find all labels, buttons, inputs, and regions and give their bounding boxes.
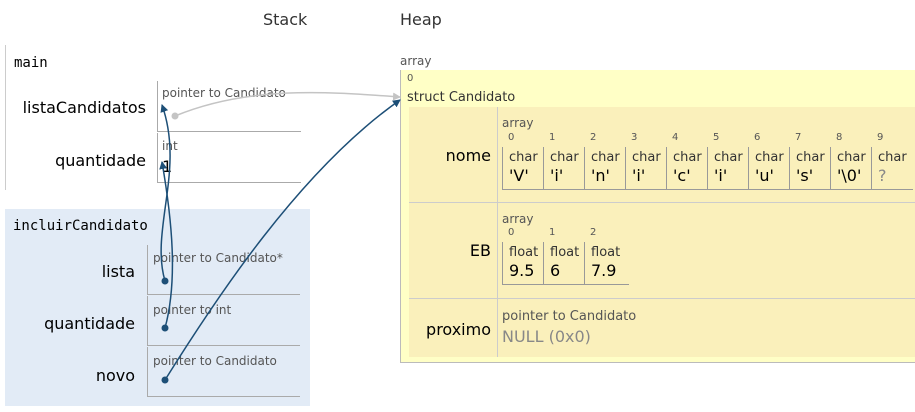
arrow-novo <box>164 99 401 381</box>
null-value: NULL (0x0) <box>502 327 591 346</box>
array-cell[interactable]: char? <box>871 147 913 190</box>
heap-array-element[interactable]: 0 struct Candidato nome array 0 char'V' … <box>400 70 915 363</box>
arrow-quantidade <box>159 161 174 329</box>
char-array: 0 char'V' 1 char'i' 2 char'n' 3 char'i' … <box>502 131 915 197</box>
array-cell[interactable]: char's' <box>789 147 831 190</box>
array-cell[interactable]: char'c' <box>666 147 708 190</box>
type-label: pointer to Candidato <box>153 354 277 368</box>
var-slot-listaCandidatos[interactable]: pointer to Candidato <box>157 81 301 132</box>
array-cell[interactable]: char'n' <box>584 147 626 190</box>
array-cell[interactable]: char'\0' <box>830 147 872 190</box>
var-slot-novo[interactable]: pointer to Candidato <box>147 347 300 397</box>
array-index: 0 <box>508 227 515 238</box>
heap-header: Heap <box>400 10 442 29</box>
array-index: 7 <box>795 132 802 143</box>
array-cell[interactable]: char'u' <box>748 147 790 190</box>
field-nome: nome array 0 char'V' 1 char'i' 2 char'n'… <box>409 107 915 203</box>
struct-fields: nome array 0 char'V' 1 char'i' 2 char'n'… <box>409 107 915 357</box>
array-cell[interactable]: char'V' <box>502 147 544 190</box>
array-cell[interactable]: char'i' <box>543 147 585 190</box>
stack-header: Stack <box>263 10 308 29</box>
array-index: 9 <box>877 132 884 143</box>
arrow-lista <box>160 104 171 282</box>
array-index: 1 <box>549 132 556 143</box>
arrow-origin-lista <box>161 277 169 285</box>
arrow-listaCandidatos <box>174 91 401 117</box>
field-name-nome: nome <box>445 146 491 165</box>
array-index: 5 <box>713 132 720 143</box>
incluirCandidato-frame: incluirCandidato lista pointer to Candid… <box>5 209 310 406</box>
type-label: pointer to Candidato <box>162 86 286 100</box>
var-name-listaCandidatos: listaCandidatos <box>22 98 146 117</box>
arrow-origin-novo <box>161 376 169 384</box>
var-name-quantidade: quantidade <box>55 151 146 170</box>
frame-name-incluirCandidato: incluirCandidato <box>13 218 148 234</box>
array-cell[interactable]: char'i' <box>707 147 749 190</box>
var-name-lista: lista <box>101 262 135 281</box>
frame-name-main: main <box>14 55 48 71</box>
array-cell[interactable]: char'i' <box>625 147 667 190</box>
array-index: 6 <box>754 132 761 143</box>
array-index: 2 <box>590 132 597 143</box>
array-label: array <box>502 116 534 130</box>
field-name-EB: EB <box>469 241 491 260</box>
struct-label: struct Candidato <box>407 90 516 105</box>
var-name-quantidade-ptr: quantidade <box>44 314 135 333</box>
array-index: 8 <box>836 132 843 143</box>
field-name-proximo: proximo <box>426 320 491 339</box>
array-index: 4 <box>672 132 679 143</box>
var-slot-quantidade-ptr[interactable]: pointer to int <box>147 296 300 346</box>
array-index: 3 <box>631 132 638 143</box>
heap-array-label: array <box>400 54 432 68</box>
var-name-novo: novo <box>95 366 135 385</box>
type-label: pointer to int <box>153 303 232 317</box>
array-index: 0 <box>407 73 414 84</box>
array-label: array <box>502 212 534 226</box>
type-label: pointer to Candidato <box>502 309 637 324</box>
field-proximo: proximo pointer to Candidato NULL (0x0) <box>409 299 915 357</box>
array-index: 1 <box>549 227 556 238</box>
arrow-origin-listaCandidatos <box>171 112 179 120</box>
arrow-origin-quantidade <box>161 324 169 332</box>
array-index: 2 <box>590 227 597 238</box>
array-index: 0 <box>508 132 515 143</box>
